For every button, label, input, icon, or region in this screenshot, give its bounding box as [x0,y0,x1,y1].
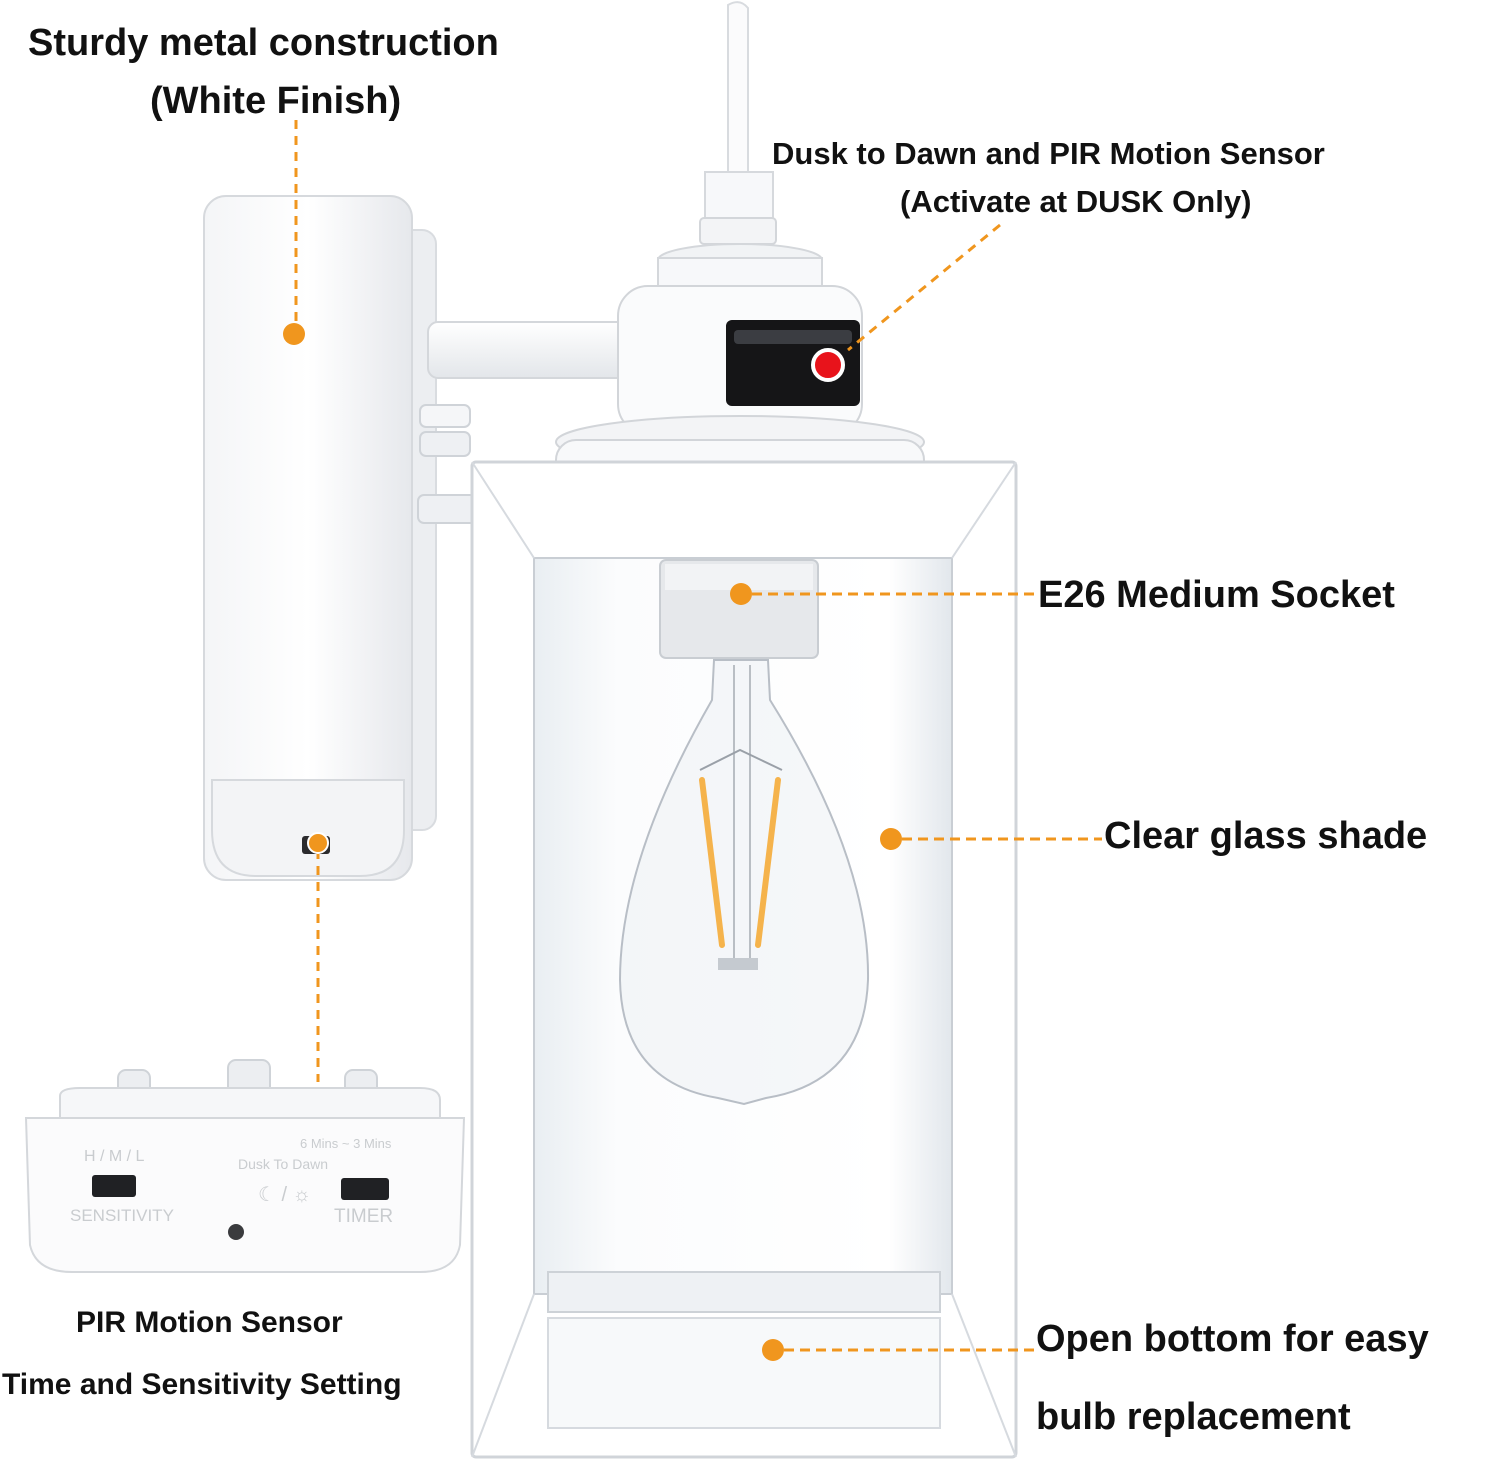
callout-socket [730,583,1036,605]
callout-dot [307,832,329,854]
edison-bulb [618,659,870,1106]
sensor-red-dot [811,348,845,382]
construction-callout-line2: (White Finish) [150,80,402,122]
mounting-arm [427,321,629,379]
callout-construction [283,120,305,345]
sensor-callout-line2: (Activate at DUSK Only) [900,184,1252,219]
callout-sensor [811,223,1001,382]
glass-callout: Clear glass shade [1104,815,1428,857]
timer-options-label: 6 Mins ~ 3 Mins [300,1136,392,1151]
mounting-knobs [417,404,479,524]
construction-callout-line1: Sturdy metal construction [28,22,499,64]
dusk-to-dawn-label: Dusk To Dawn [238,1156,329,1172]
callout-bottom [762,1339,1034,1361]
callout-dot [283,323,305,345]
callout-pir [307,832,329,1082]
sensor-callout-line1: Dusk to Dawn and PIR Motion Sensor [772,136,1325,171]
sensitivity-label: SENSITIVITY [70,1206,174,1225]
socket-callout: E26 Medium Socket [1038,574,1395,616]
bulb-socket [659,559,819,659]
pir-callout-line2: Time and Sensitivity Setting [2,1368,402,1401]
top-stem [699,1,777,245]
bottom-callout-line1: Open bottom for easy [1036,1318,1429,1360]
callout-dot [762,1339,784,1361]
callout-dot [730,583,752,605]
day-night-icons: ☾ / ☼ [258,1184,311,1206]
wall-backplate [203,195,437,881]
callout-dot [880,828,902,850]
bottom-callout-line2: bulb replacement [1036,1396,1351,1438]
pir-callout-line1: PIR Motion Sensor [76,1306,343,1339]
pir-inset [24,1059,466,1273]
sensitivity-levels-label: H / M / L [84,1148,145,1165]
callout-glass [880,828,1102,850]
timer-label: TIMER [334,1206,394,1227]
